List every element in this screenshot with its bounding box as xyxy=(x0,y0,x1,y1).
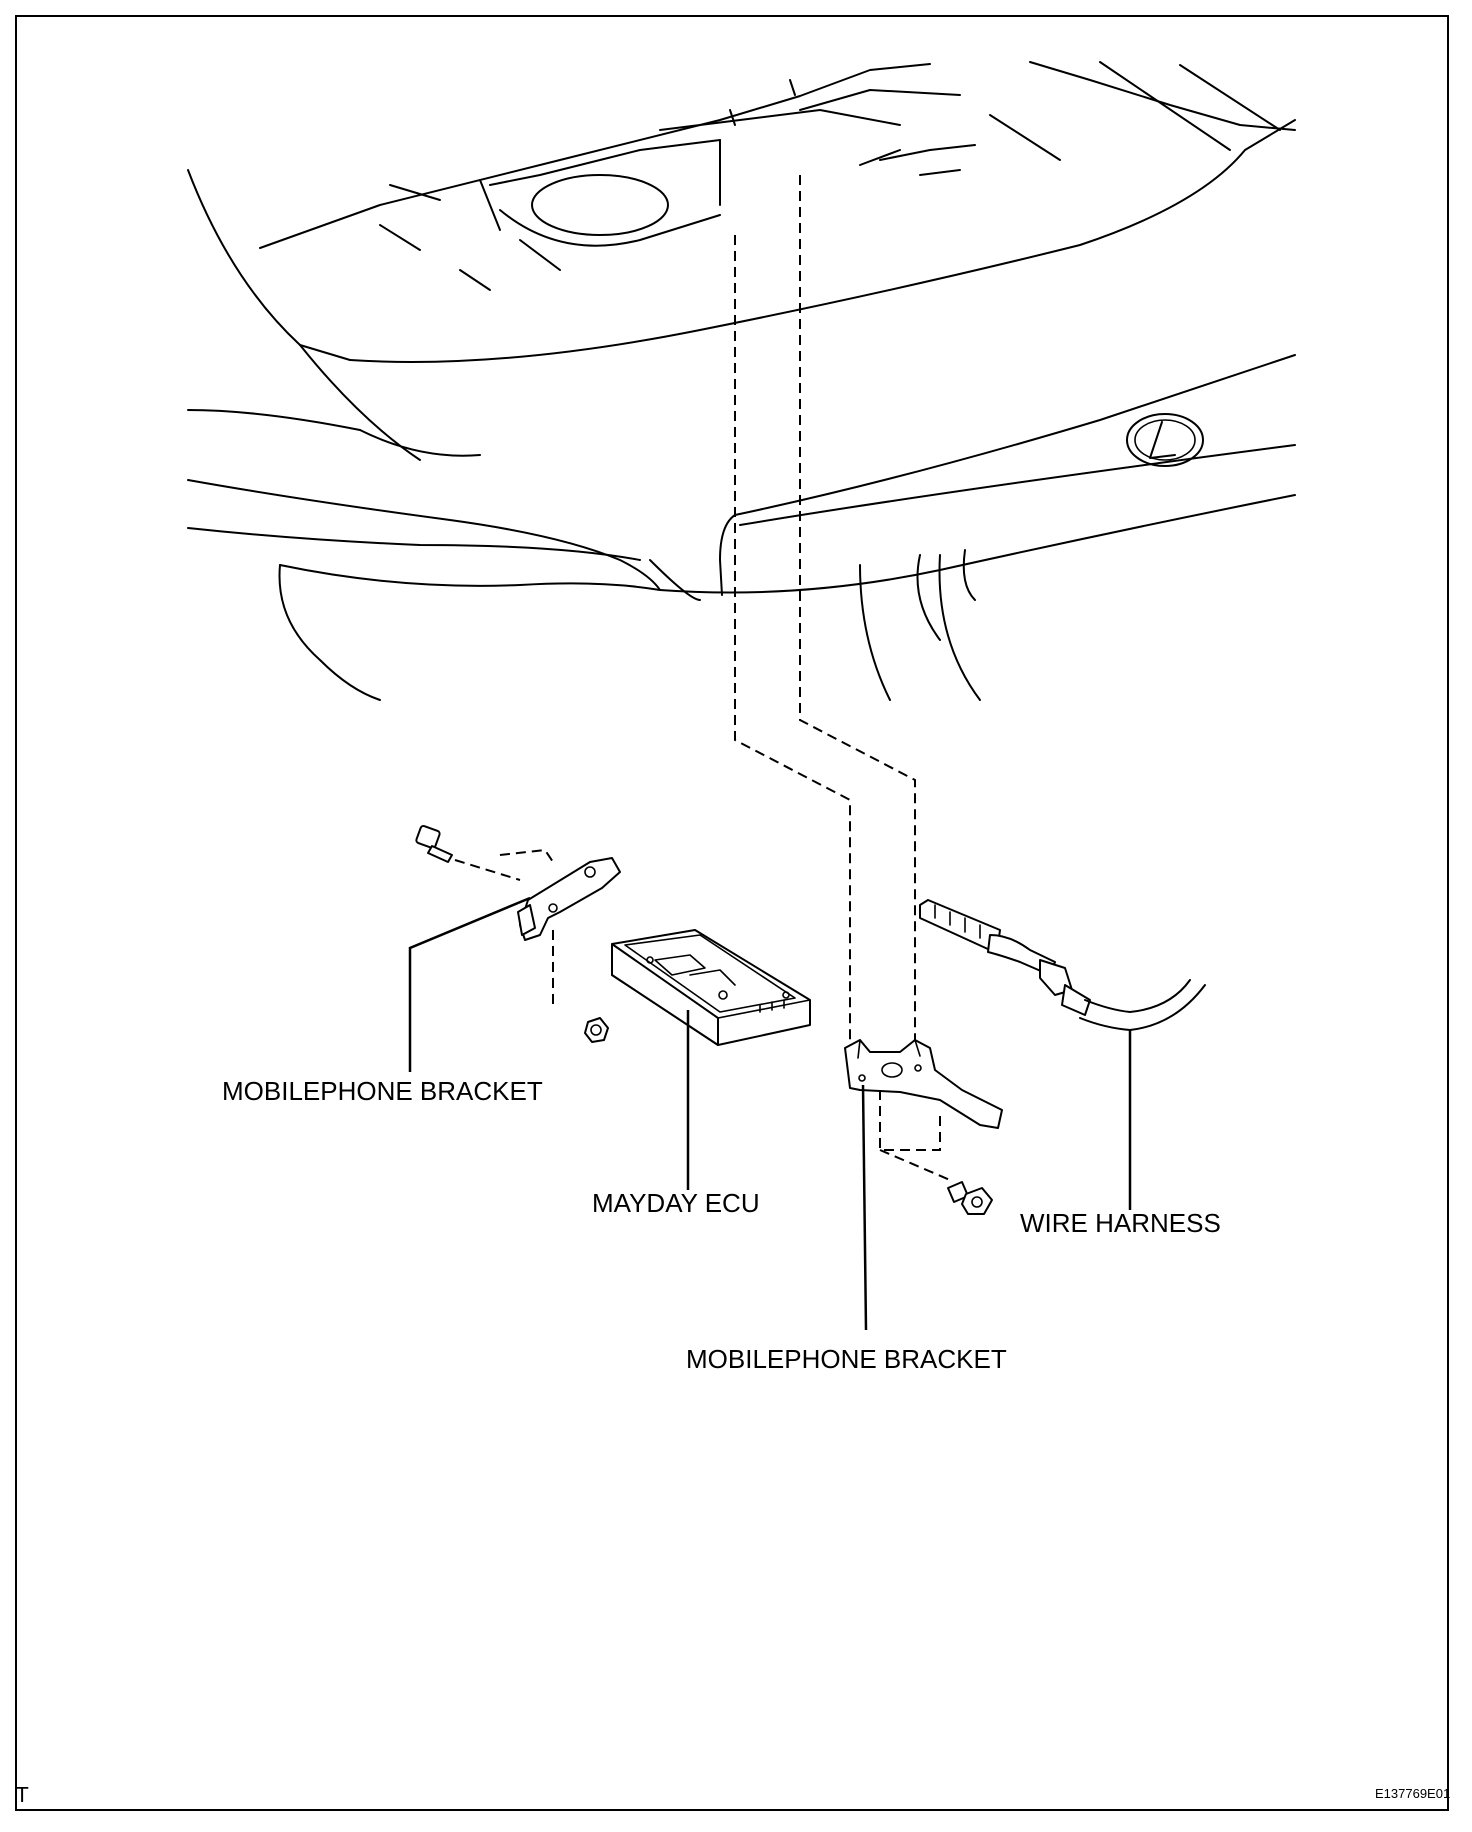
figure-code: E137769E01 xyxy=(1375,1786,1450,1801)
label-mayday-ecu: MAYDAY ECU xyxy=(592,1188,760,1218)
figure-border xyxy=(15,15,1449,1811)
bolt-left xyxy=(415,824,453,863)
install-guide-lines xyxy=(734,175,916,1040)
label-wire-harness: WIRE HARNESS xyxy=(1020,1208,1221,1238)
label-mobilephone-bracket-left: MOBILEPHONE BRACKET xyxy=(222,1076,543,1106)
corner-mark: T xyxy=(15,1783,29,1807)
wire-harness xyxy=(919,899,1206,1210)
left-bracket-assembly xyxy=(408,824,621,1072)
right-bracket-assembly xyxy=(844,1039,1003,1331)
bolt-right xyxy=(947,1181,993,1215)
vehicle-body xyxy=(187,61,1296,701)
label-mobilephone-bracket-right: MOBILEPHONE BRACKET xyxy=(686,1344,1007,1374)
mayday-ecu xyxy=(611,929,811,1190)
